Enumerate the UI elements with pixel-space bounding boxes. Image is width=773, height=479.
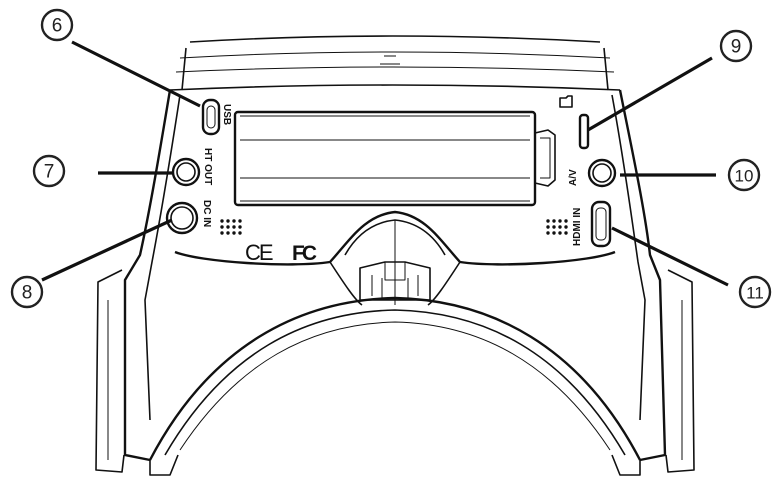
callout-number: 9 bbox=[731, 37, 742, 58]
display-window bbox=[233, 110, 556, 207]
fcc-mark: FC bbox=[292, 242, 317, 265]
microsd-slot bbox=[559, 95, 590, 150]
leader-11 bbox=[611, 226, 729, 287]
callout-10: 10 bbox=[727, 158, 761, 192]
ht-out-label: HT OUT bbox=[202, 148, 213, 185]
ht-out-port bbox=[171, 157, 201, 187]
dc-in-label: DC IN bbox=[201, 200, 212, 227]
av-port bbox=[587, 158, 617, 188]
vent-dots-right bbox=[546, 219, 568, 235]
callout-7: 7 bbox=[32, 154, 66, 188]
leader-6 bbox=[71, 40, 201, 108]
hdmi-in-port bbox=[590, 200, 612, 248]
callout-9: 9 bbox=[719, 29, 753, 63]
callout-number: 10 bbox=[735, 167, 754, 186]
callout-8: 8 bbox=[10, 275, 44, 309]
leader-9 bbox=[587, 56, 713, 132]
callout-11: 11 bbox=[738, 275, 772, 309]
callout-number: 6 bbox=[52, 16, 63, 37]
callout-number: 7 bbox=[44, 162, 55, 183]
av-label: A/V bbox=[568, 169, 579, 186]
usb-port bbox=[201, 98, 221, 136]
usb-label: USB bbox=[221, 104, 232, 125]
dc-in-port bbox=[165, 201, 199, 235]
leader-8 bbox=[41, 218, 173, 282]
callout-number: 11 bbox=[746, 284, 764, 303]
callout-number: 8 bbox=[22, 283, 33, 304]
ce-mark: CE bbox=[245, 240, 273, 265]
hdmi-in-label: HDMI IN bbox=[572, 208, 583, 246]
vent-dots-left bbox=[220, 219, 242, 235]
callout-6: 6 bbox=[40, 8, 74, 42]
sd-card-icon bbox=[559, 95, 573, 108]
goggle-body bbox=[95, 35, 695, 476]
